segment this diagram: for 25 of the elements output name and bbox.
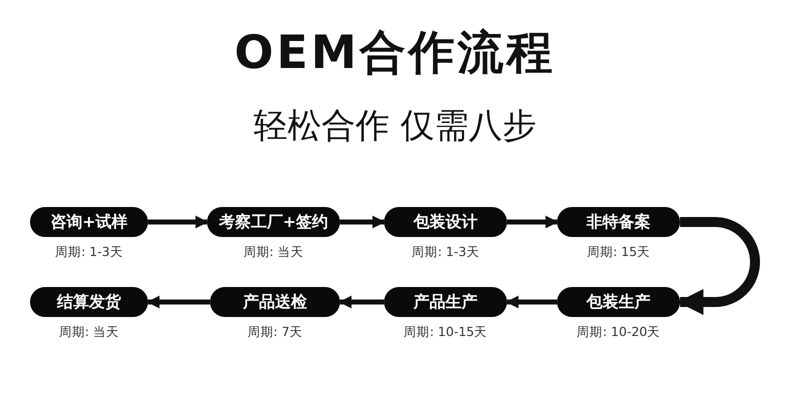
arrow [677,217,760,315]
duration-text: 周期: 7天 [246,324,304,341]
step-pill: 产品生产 [384,287,507,317]
title: OEM合作流程 [233,24,557,81]
duration-text: 周期: 当天 [242,244,305,261]
arrow [340,216,386,228]
arrow [507,216,558,228]
step-pill: 产品送检 [210,287,340,317]
step-pill: 包装生产 [557,287,680,317]
duration-text: 周期: 10-15天 [402,324,488,341]
step-pill: 咨询+试样 [30,207,148,237]
duration-text: 周期: 1-3天 [410,244,480,261]
duration-text: 周期: 1-3天 [54,244,124,261]
step-pill: 结算发货 [30,287,148,317]
arrow [506,296,557,308]
duration-text: 周期: 15天 [586,244,652,261]
arrow [146,296,210,308]
step-pill: 非特备案 [557,207,680,237]
duration-text: 周期: 当天 [58,324,120,341]
duration-text: 周期: 10-20天 [576,324,662,341]
arrow [148,216,208,228]
arrow [338,296,384,308]
step-pill: 包装设计 [384,207,507,237]
subtitle: 轻松合作 仅需八步 [252,105,538,148]
step-pill: 考察工厂+签约 [207,207,340,237]
